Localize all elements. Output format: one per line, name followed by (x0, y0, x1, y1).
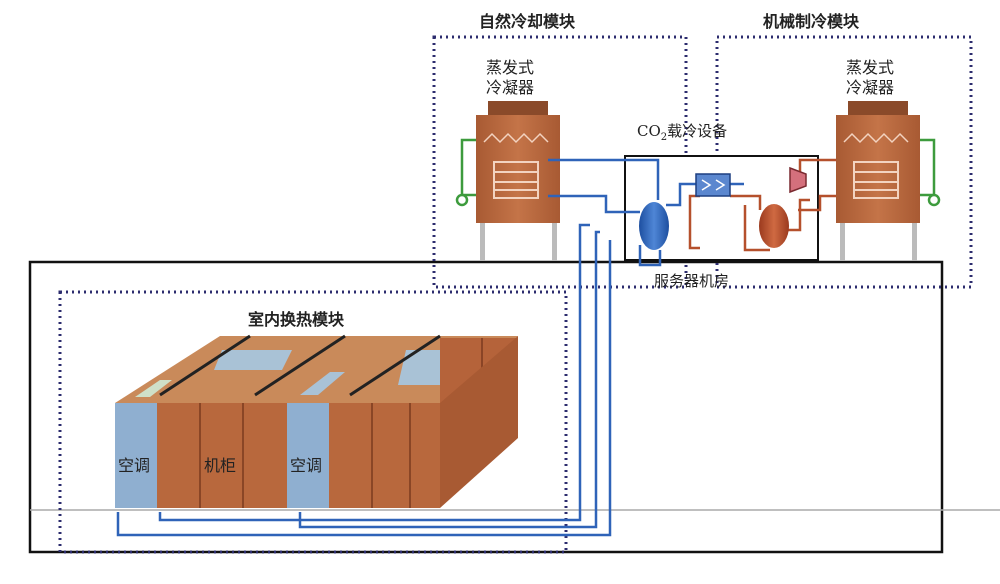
cabinet-label: 机柜 (204, 456, 237, 475)
left-condenser (455, 101, 560, 261)
right-condenser-line1: 蒸发式 (846, 58, 895, 77)
heat-exchanger (695, 173, 731, 197)
free-cooling-frame (432, 35, 688, 289)
ac-left-label: 空调 (118, 456, 151, 475)
indoor-cabinets (115, 334, 518, 508)
co2-suffix: 载冷设备 (667, 122, 728, 140)
red-pipes (688, 158, 836, 252)
co2-prefix: CO (637, 122, 661, 140)
right-condenser (836, 101, 941, 261)
co2-subscript: 2 (660, 132, 668, 143)
left-condenser-label: 蒸发式 冷凝器 (486, 58, 534, 98)
indoor-exchange-frame (58, 290, 568, 554)
compressor (789, 166, 807, 194)
left-condenser-line1: 蒸发式 (486, 58, 535, 77)
indoor-exchange-title: 室内换热模块 (248, 310, 345, 329)
right-condenser-line2: 冷凝器 (846, 78, 895, 97)
left-condenser-line2: 冷凝器 (486, 78, 535, 97)
blue-tank (639, 202, 669, 250)
mechanical-cooling-title: 机械制冷模块 (763, 12, 860, 31)
server-room-label: 服务器机房 (654, 272, 730, 290)
right-condenser-label: 蒸发式 冷凝器 (846, 58, 894, 98)
co2-unit-label: CO2载冷设备 (637, 120, 727, 143)
blue-pipes (116, 158, 744, 537)
ac-right-label: 空调 (290, 456, 323, 475)
free-cooling-title: 自然冷却模块 (479, 12, 576, 31)
red-tank (759, 204, 789, 248)
